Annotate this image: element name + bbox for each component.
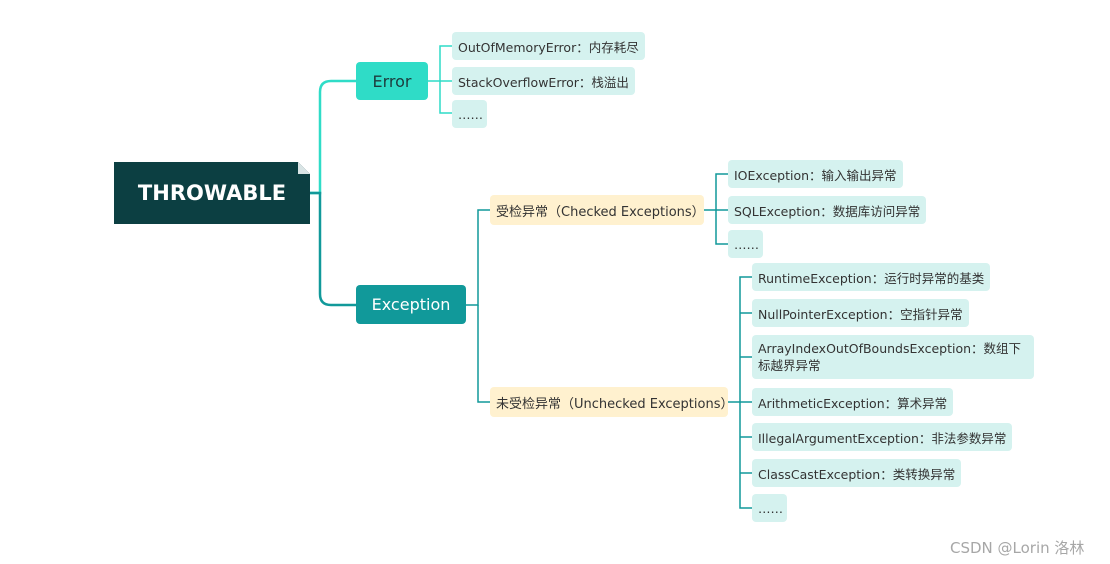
node-error[interactable]: Error <box>356 62 428 100</box>
exception-label: Exception <box>371 295 451 314</box>
leaf-label: ArrayIndexOutOfBoundsException：数组下标越界异常 <box>758 341 1022 373</box>
leaf-label: ClassCastException：类转换异常 <box>758 466 956 482</box>
leaf-unchecked-more[interactable]: …… <box>752 494 787 522</box>
leaf-checked-more[interactable]: …… <box>728 230 763 258</box>
leaf-sql-exception[interactable]: SQLException：数据库访问异常 <box>728 196 927 224</box>
leaf-label: RuntimeException：运行时异常的基类 <box>758 270 985 286</box>
leaf-label: IOException：输入输出异常 <box>734 167 897 183</box>
leaf-label: StackOverflowError：栈溢出 <box>458 74 629 90</box>
leaf-null-pointer-exception[interactable]: NullPointerException：空指针异常 <box>752 299 969 327</box>
watermark: CSDN @Lorin 洛林 <box>950 539 1085 557</box>
leaf-arithmetic-exception[interactable]: ArithmeticException：算术异常 <box>752 388 954 416</box>
category-label: 受检异常（Checked Exceptions） <box>496 204 705 220</box>
leaf-label: …… <box>734 236 759 252</box>
leaf-label: IllegalArgumentException：非法参数异常 <box>758 430 1007 446</box>
root-label: THROWABLE <box>137 181 287 205</box>
root-node-throwable[interactable]: THROWABLE <box>114 162 310 224</box>
leaf-io-exception[interactable]: IOException：输入输出异常 <box>728 160 903 188</box>
leaf-error-more[interactable]: …… <box>452 100 487 128</box>
category-label: 未受检异常（Unchecked Exceptions） <box>496 396 734 412</box>
leaf-runtime-exception[interactable]: RuntimeException：运行时异常的基类 <box>752 263 991 291</box>
leaf-label: OutOfMemoryError：内存耗尽 <box>458 39 639 55</box>
leaf-label: ArithmeticException：算术异常 <box>758 395 948 411</box>
leaf-label: …… <box>758 500 783 516</box>
leaf-label: SQLException：数据库访问异常 <box>734 203 921 219</box>
node-exception[interactable]: Exception <box>356 285 466 324</box>
leaf-label: NullPointerException：空指针异常 <box>758 306 963 322</box>
category-unchecked-exceptions[interactable]: 未受检异常（Unchecked Exceptions） <box>490 387 734 417</box>
leaf-stack-overflow-error[interactable]: StackOverflowError：栈溢出 <box>452 67 635 95</box>
leaf-label: …… <box>458 106 483 122</box>
error-label: Error <box>372 71 412 91</box>
leaf-out-of-memory-error[interactable]: OutOfMemoryError：内存耗尽 <box>452 32 645 60</box>
leaf-class-cast-exception[interactable]: ClassCastException：类转换异常 <box>752 459 962 487</box>
leaf-illegal-argument-exception[interactable]: IllegalArgumentException：非法参数异常 <box>752 423 1013 451</box>
leaf-array-index-out-of-bounds-exception[interactable]: ArrayIndexOutOfBoundsException：数组下标越界异常 <box>752 335 1034 379</box>
category-checked-exceptions[interactable]: 受检异常（Checked Exceptions） <box>490 195 705 225</box>
